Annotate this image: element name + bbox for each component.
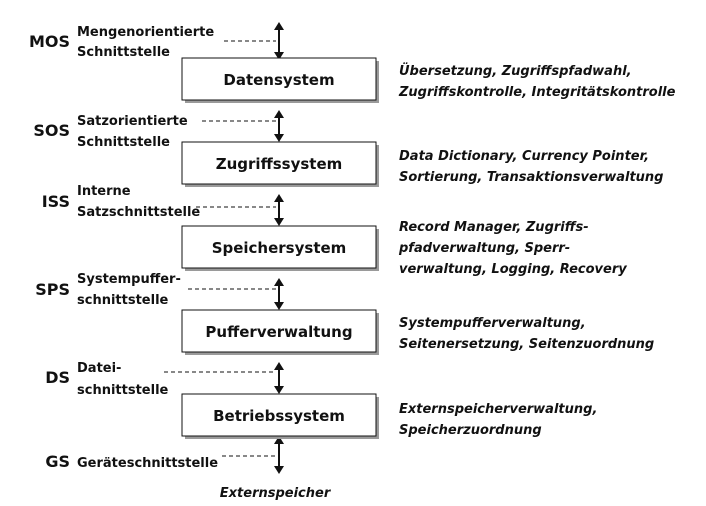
layer-description-line: verwaltung, Logging, Recovery (399, 262, 627, 277)
interface-name-line: Satzschnittstelle (77, 205, 200, 220)
interface-name-line: Interne (77, 184, 131, 199)
layer-description-line: Record Manager, Zugriffs- (399, 220, 589, 235)
interface-abbreviation: ISS (42, 192, 70, 211)
arrow-up-icon (274, 278, 284, 286)
layer-box (181, 57, 377, 101)
layer-description-line: pfadverwaltung, Sperr- (398, 241, 570, 256)
layer-description-line: Zugriffskontrolle, Integritätskontrolle (398, 85, 676, 100)
interface-name-line: schnittstelle (77, 383, 169, 398)
interface-abbreviation: GS (45, 452, 70, 471)
interface-abbreviation: DS (45, 368, 70, 387)
arrow-down-icon (274, 386, 284, 394)
interface-abbreviation: MOS (29, 32, 70, 51)
interface-name-line: Geräteschnittstelle (77, 456, 218, 471)
layer-description-line: Übersetzung, Zugriffspfadwahl, (399, 63, 632, 79)
interface-name-line: Systempuffer- (77, 272, 181, 287)
arrow-down-icon (274, 52, 284, 60)
layer-description-line: Seitenersetzung, Seitenzuordnung (399, 337, 654, 352)
arrow-up-icon (274, 110, 284, 118)
interface-abbreviation: SOS (33, 121, 70, 140)
layer-description-line: Externspeicherverwaltung, (399, 402, 597, 417)
arrow-up-icon (274, 436, 284, 444)
layer-name: Betriebssystem (213, 407, 345, 425)
interface-level-ds: DS Datei-schnittstelle (45, 361, 276, 398)
layer-zugriffssystem: Zugriffssystem Data Dictionary, Currency … (181, 141, 663, 187)
layer-datensystem: Datensystem Übersetzung, Zugriffspfadwahl… (181, 57, 676, 103)
layer-description-line: Systempufferverwaltung, (399, 316, 586, 331)
layer-box (181, 141, 377, 185)
layer-name: Datensystem (223, 71, 334, 89)
arrow-up-icon (274, 194, 284, 202)
layer-box (181, 393, 377, 437)
externspeicher-label: Externspeicher (220, 486, 332, 501)
layer-name: Speichersystem (212, 239, 347, 257)
layer-name: Zugriffssystem (216, 155, 343, 173)
interface-level-gs: GS Geräteschnittstelle (45, 452, 276, 471)
interface-name-line: Satzorientierte (77, 114, 188, 129)
layer-box (181, 309, 377, 353)
interface-name-line: Schnittstelle (77, 135, 170, 150)
interface-name-line: Schnittstelle (77, 45, 170, 60)
arrow-up-icon (274, 362, 284, 370)
layer-speichersystem: Speichersystem Record Manager, Zugriffs-p… (181, 220, 627, 277)
layer-betriebssystem: Betriebssystem Externspeicherverwaltung, S… (181, 393, 597, 439)
arrow-down-icon (274, 134, 284, 142)
layer-description-line: Sortierung, Transaktionsverwaltung (399, 170, 663, 185)
layer-box (181, 225, 377, 269)
arrow-down-icon (274, 302, 284, 310)
interface-name-line: schnittstelle (77, 293, 169, 308)
layer-name: Pufferverwaltung (205, 323, 352, 341)
layer-pufferverwaltung: Pufferverwaltung Systempufferverwaltung, S… (181, 309, 654, 355)
interface-name-line: Datei- (77, 361, 121, 376)
arrow-down-icon (274, 466, 284, 474)
layer-description-line: Data Dictionary, Currency Pointer, (399, 149, 649, 164)
arrow-down-icon (274, 218, 284, 226)
connector-layer (274, 22, 284, 474)
arrow-up-icon (274, 22, 284, 30)
interface-abbreviation: SPS (35, 280, 70, 299)
interface-name-line: Mengenorientierte (77, 25, 214, 40)
layer-box-group: Datensystem Übersetzung, Zugriffspfadwahl… (181, 57, 676, 439)
interface-level-sps: SPS Systempuffer-schnittstelle (35, 272, 276, 308)
layer-description-line: Speicherzuordnung (399, 423, 542, 438)
